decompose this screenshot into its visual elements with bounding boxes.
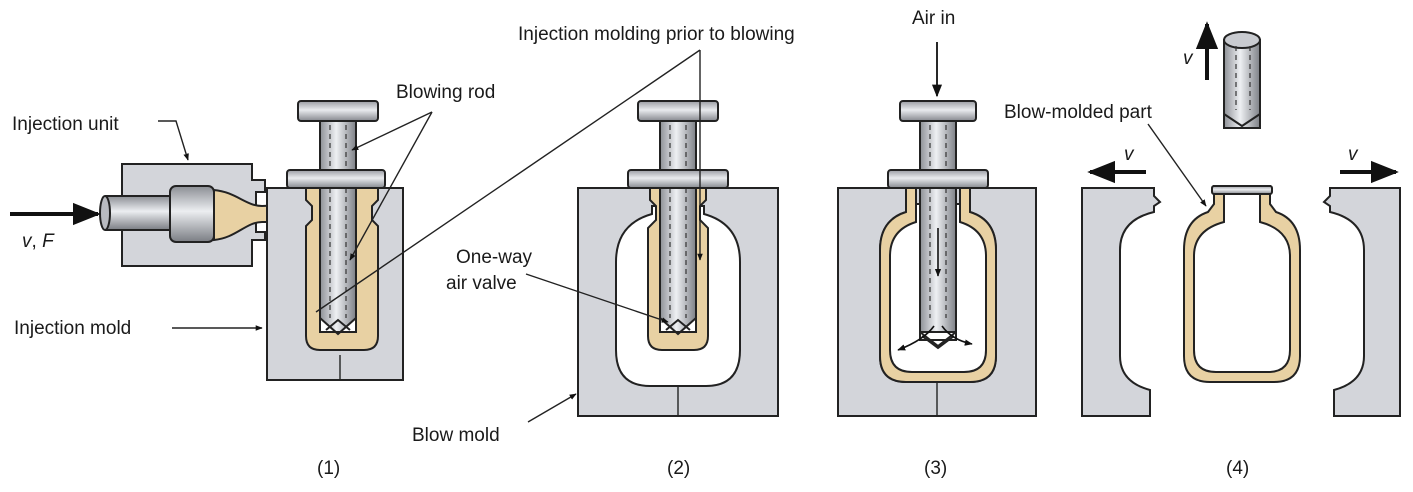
label-velocity-left: v [1124,144,1135,165]
valve-tip-2 [659,315,697,336]
step-label-2: (2) [667,458,690,479]
rod-top-cap-1 [297,100,379,122]
blow-mold-2 [577,187,779,417]
blown-part-3 [879,187,997,383]
rod-collar-2 [627,169,729,189]
label-injection-mold: Injection mold [14,318,131,339]
label-injection-molding-prior: Injection molding prior to blowing [518,24,795,45]
label-velocity-force: v, F [22,231,55,252]
label-blow-molded-part: Blow-molded part [1004,102,1153,123]
panel-1 [99,100,404,381]
blow-molded-part [1183,185,1301,383]
blowing-rod-3 [919,119,957,333]
panel-3 [837,42,1037,417]
step-label-1: (1) [317,458,340,479]
blow-mold-half-left [1081,187,1162,417]
blowing-rod-1 [319,119,357,333]
rod-collar-1 [286,169,386,189]
label-blowing-rod: Blowing rod [396,82,495,103]
label-blow-mold: Blow mold [412,425,500,446]
labels: Injection unit v, F Injection mold Blowi… [12,8,1359,446]
plunger-head [169,185,215,243]
blow-mold-half-right [1322,187,1401,417]
rod-top-cap-2 [637,100,719,122]
valve-tip-1 [319,315,357,336]
blowing-rod-2 [659,119,697,333]
step-label-3: (3) [924,458,947,479]
step-label-4: (4) [1226,458,1249,479]
step-labels: (1) (2) (3) (4) [317,458,1249,479]
retracted-rod [1223,39,1261,129]
label-one-way-line2: air valve [446,273,517,294]
part-neck-rim [1211,185,1273,195]
label-injection-unit: Injection unit [12,114,119,135]
rod-top-cap-3 [899,100,977,122]
label-air-in: Air in [912,8,955,29]
air-flow-arrow-right [941,325,973,346]
leader-lines [10,49,1207,423]
label-velocity-right: v [1348,144,1359,165]
panel-2 [577,100,779,417]
panel-4 [1081,21,1401,417]
rod-collar-3 [887,169,989,189]
label-velocity-up: v [1183,48,1194,69]
screw-shaft-end [99,195,111,231]
label-one-way-line1: One-way [456,247,533,268]
air-flow-arrow-left [897,325,935,351]
